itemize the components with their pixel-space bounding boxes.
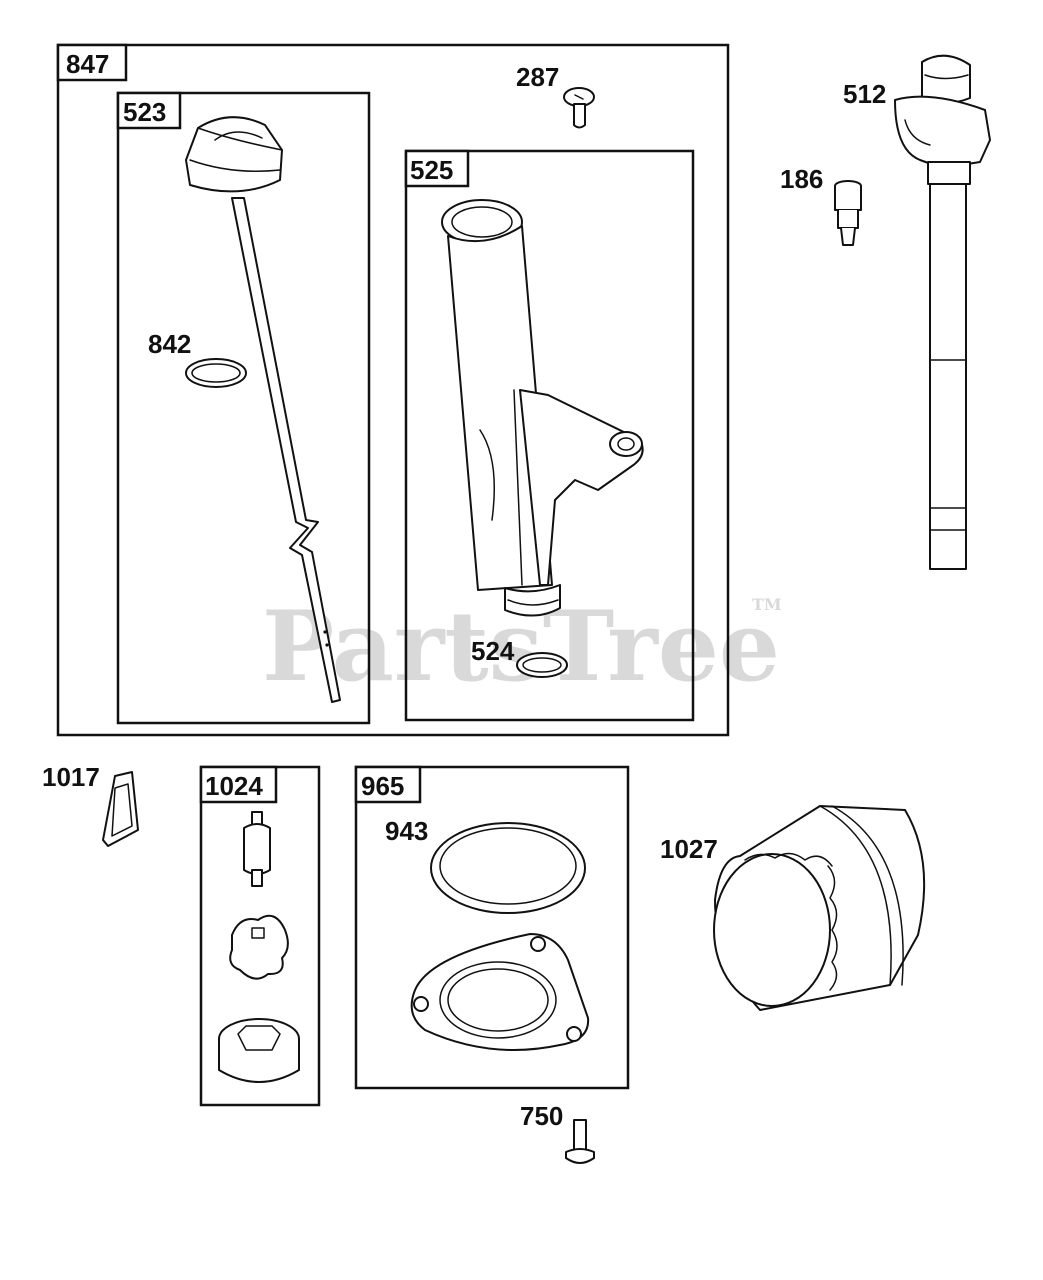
- dipstick-drawing: [185, 116, 341, 703]
- group-1024-tag: 1024: [205, 771, 263, 801]
- callout-512: 512: [843, 79, 886, 109]
- o-ring-842-drawing: [185, 358, 247, 388]
- seal-ring-943-drawing: [430, 822, 586, 914]
- fitting-186-drawing: [834, 180, 862, 246]
- group-847: 847: [56, 43, 730, 737]
- callout-1027: 1027: [660, 834, 718, 864]
- group-1024-tag-box: [199, 765, 278, 804]
- screw-287-drawing: [563, 87, 595, 129]
- group-965-tag-box: [354, 765, 422, 804]
- group-523: 523: [116, 91, 371, 725]
- group-525-tag: 525: [410, 155, 453, 185]
- callout-750: 750: [520, 1101, 563, 1131]
- gasket-1017-drawing: [102, 771, 139, 847]
- pump-rotor-drawing: [229, 914, 289, 980]
- callout-287: 287: [516, 62, 559, 92]
- o-ring-524-drawing: [516, 652, 568, 678]
- group-525: 525: [404, 149, 695, 722]
- callout-943: 943: [385, 816, 428, 846]
- adapter-plate-drawing: [410, 933, 590, 1051]
- watermark-trademark: TM: [752, 595, 782, 614]
- bolt-750-drawing: [565, 1119, 595, 1164]
- group-965: 965: [354, 765, 630, 1090]
- callout-186: 186: [780, 164, 823, 194]
- pump-shaft-drawing: [243, 811, 271, 887]
- dipstick-tube-drawing: [441, 199, 644, 617]
- group-523-tag-box: [116, 91, 182, 130]
- group-847-tag: 847: [66, 49, 109, 79]
- callout-524: 524: [471, 636, 515, 666]
- callout-1017: 1017: [42, 762, 100, 792]
- callout-842: 842: [148, 329, 191, 359]
- group-847-tag-box: [56, 43, 128, 82]
- group-525-tag-box: [404, 149, 470, 188]
- group-523-tag: 523: [123, 97, 166, 127]
- group-1024: 1024: [199, 765, 321, 1107]
- oil-filter-1027-drawing: [713, 805, 926, 1011]
- pump-housing-drawing: [218, 1018, 300, 1083]
- breather-tube-512-drawing: [894, 54, 991, 570]
- group-965-tag: 965: [361, 771, 404, 801]
